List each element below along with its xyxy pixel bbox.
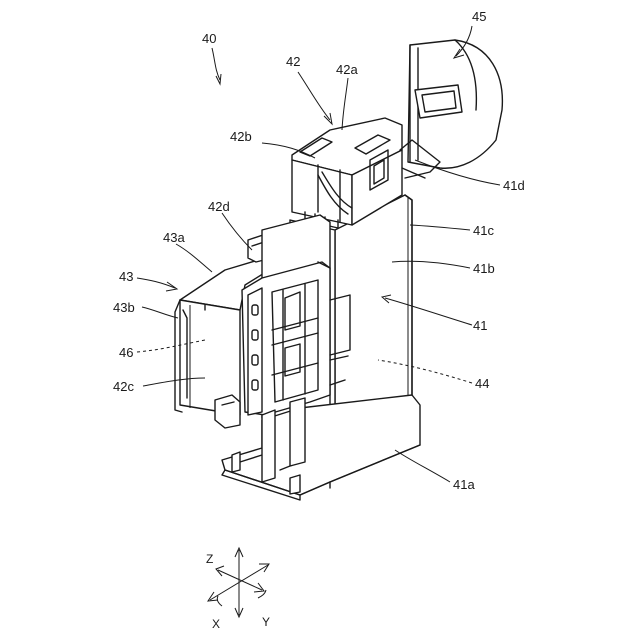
label-45: 45: [472, 9, 486, 24]
label-43a: 43a: [163, 230, 185, 245]
axis-indicator: Z X Y: [206, 548, 270, 631]
label-43: 43: [119, 269, 133, 284]
cable-loop-45: [400, 40, 502, 178]
label-41c: 41c: [473, 223, 494, 238]
label-41b: 41b: [473, 261, 495, 276]
label-42d: 42d: [208, 199, 230, 214]
label-41d: 41d: [503, 178, 525, 193]
label-42b: 42b: [230, 129, 252, 144]
label-41: 41: [473, 318, 487, 333]
axis-label-y: Y: [262, 615, 270, 629]
axis-label-z: Z: [206, 552, 213, 566]
label-43b: 43b: [113, 300, 135, 315]
label-42c: 42c: [113, 379, 134, 394]
label-46: 46: [119, 345, 133, 360]
label-40: 40: [202, 31, 216, 46]
label-42a: 42a: [336, 62, 358, 77]
label-42: 42: [286, 54, 300, 69]
axis-label-x: X: [212, 617, 220, 631]
label-41a: 41a: [453, 477, 475, 492]
label-44: 44: [475, 376, 489, 391]
